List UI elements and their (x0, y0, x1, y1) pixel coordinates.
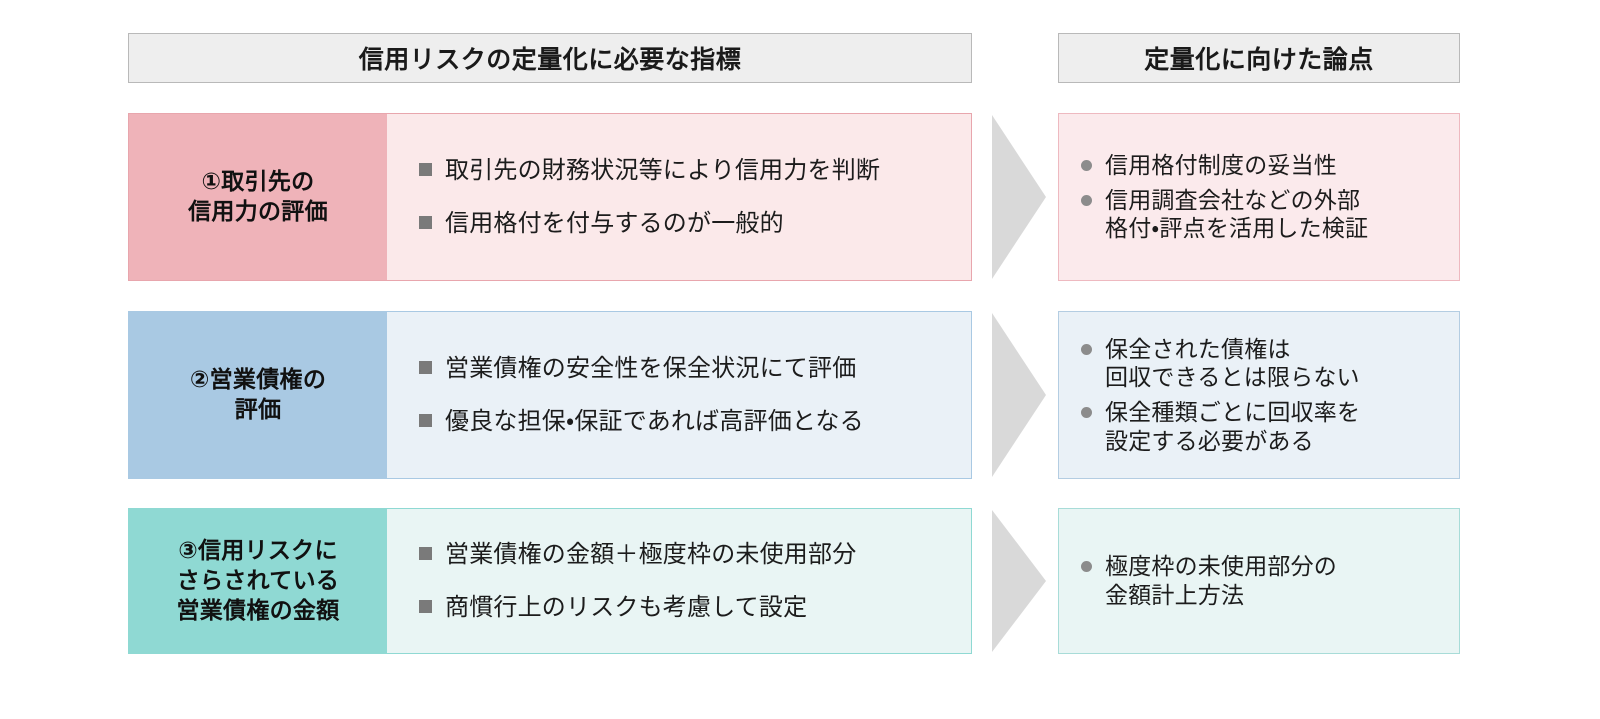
header-indicators: 信用リスクの定量化に必要な指標 (128, 33, 972, 83)
chevron-right-arrow-icon (992, 510, 1046, 652)
round-bullet-icon (1081, 343, 1092, 355)
row-2-left-card: ②営業債権の 評価 営業債権の安全性を保全状況にて評価 優良な担保・保証であれば… (128, 311, 972, 479)
list-item: 取引先の財務状況等により信用力を判断 (419, 155, 957, 186)
square-bullet-icon (419, 216, 432, 229)
row-2-indicators: 営業債権の安全性を保全状況にて評価 優良な担保・保証であれば高評価となる (387, 312, 971, 478)
list-item: 極度枠の未使用部分の 金額計上方法 (1081, 552, 1447, 609)
round-bullet-icon (1081, 561, 1092, 573)
header-issues: 定量化に向けた論点 (1058, 33, 1460, 83)
row-2-label: ②営業債権の 評価 (129, 312, 387, 478)
list-item: 信用格付制度の妥当性 (1081, 151, 1447, 180)
row-1-indicator-2: 信用格付を付与するのが一般的 (445, 210, 784, 237)
diagram-row-3: ③信用リスクに さらされている 営業債権の金額 営業債権の金額＋極度枠の未使用部… (128, 508, 1460, 654)
row-3-left-card: ③信用リスクに さらされている 営業債権の金額 営業債権の金額＋極度枠の未使用部… (128, 508, 972, 654)
square-bullet-icon (419, 162, 432, 176)
round-bullet-icon (1081, 407, 1092, 418)
row-3-indicator-2: 商慣行上のリスクも考慮して設定 (445, 594, 808, 621)
list-item: 信用格付を付与するのが一般的 (419, 208, 957, 239)
row-3-arrow (990, 508, 1048, 654)
row-1-left-card: ①取引先の 信用力の評価 取引先の財務状況等により信用力を判断 信用格付を付与す… (128, 113, 972, 281)
row-2-label-text: ②営業債権の 評価 (189, 366, 327, 422)
chevron-right-arrow-icon (992, 313, 1046, 477)
list-item: 営業債権の金額＋極度枠の未使用部分 (419, 539, 957, 570)
row-1-issue-2: 信用調査会社などの外部 格付・評点を活用した検証 (1105, 186, 1369, 242)
round-bullet-icon (1081, 194, 1092, 206)
row-2-arrow (990, 311, 1048, 479)
square-bullet-icon (419, 360, 432, 374)
list-item: 商慣行上のリスクも考慮して設定 (419, 592, 957, 623)
row-1-arrow (990, 113, 1048, 281)
row-2-issues: 保全された債権は 回収できるとは限らない 保全種類ごとに回収率を 設定する必要が… (1058, 311, 1460, 479)
list-item: 保全種類ごとに回収率を 設定する必要がある (1081, 398, 1447, 455)
column-headers: 信用リスクの定量化に必要な指標 定量化に向けた論点 (128, 33, 1460, 83)
row-3-issues: 極度枠の未使用部分の 金額計上方法 (1058, 508, 1460, 654)
square-bullet-icon (419, 546, 432, 560)
row-1-issue-1: 信用格付制度の妥当性 (1105, 152, 1337, 179)
square-bullet-icon (419, 414, 432, 427)
row-3-issue-1: 極度枠の未使用部分の 金額計上方法 (1105, 553, 1337, 608)
row-1-issues: 信用格付制度の妥当性 信用調査会社などの外部 格付・評点を活用した検証 (1058, 113, 1460, 281)
row-1-label-text: ①取引先の 信用力の評価 (188, 168, 328, 224)
row-1-label: ①取引先の 信用力の評価 (129, 114, 387, 280)
diagram-row-1: ①取引先の 信用力の評価 取引先の財務状況等により信用力を判断 信用格付を付与す… (128, 113, 1460, 281)
diagram-row-2: ②営業債権の 評価 営業債権の安全性を保全状況にて評価 優良な担保・保証であれば… (128, 311, 1460, 479)
list-item: 保全された債権は 回収できるとは限らない (1081, 335, 1447, 392)
row-2-issue-1: 保全された債権は 回収できるとは限らない (1105, 335, 1360, 391)
row-2-issue-2: 保全種類ごとに回収率を 設定する必要がある (1105, 399, 1361, 454)
row-3-label: ③信用リスクに さらされている 営業債権の金額 (129, 509, 387, 653)
row-2-indicator-2: 優良な担保・保証であれば高評価となる (445, 408, 864, 435)
row-1-indicator-1: 取引先の財務状況等により信用力を判断 (445, 156, 881, 184)
list-item: 営業債権の安全性を保全状況にて評価 (419, 353, 957, 384)
list-item: 信用調査会社などの外部 格付・評点を活用した検証 (1081, 186, 1447, 243)
round-bullet-icon (1081, 160, 1092, 172)
square-bullet-icon (419, 600, 432, 613)
list-item: 優良な担保・保証であれば高評価となる (419, 406, 957, 437)
row-3-label-text: ③信用リスクに さらされている 営業債権の金額 (176, 537, 340, 623)
row-1-indicators: 取引先の財務状況等により信用力を判断 信用格付を付与するのが一般的 (387, 114, 971, 280)
chevron-right-arrow-icon (992, 115, 1046, 279)
row-2-indicator-1: 営業債権の安全性を保全状況にて評価 (445, 354, 857, 382)
row-3-indicators: 営業債権の金額＋極度枠の未使用部分 商慣行上のリスクも考慮して設定 (387, 509, 971, 653)
row-3-indicator-1: 営業債権の金額＋極度枠の未使用部分 (445, 540, 857, 568)
